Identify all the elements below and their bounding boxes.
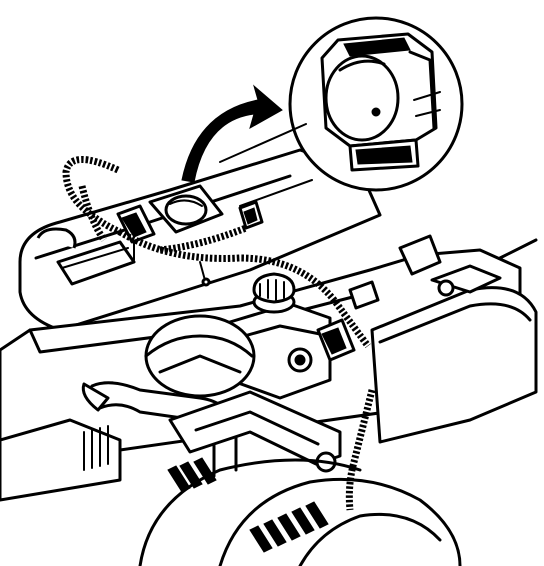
- sensor-connector: [116, 204, 211, 287]
- detail-inset: [288, 16, 464, 192]
- cooling-fan-shroud: [144, 314, 256, 398]
- leader-lines: [219, 123, 313, 207]
- radiator-core: [0, 418, 122, 502]
- plug-connector: [316, 280, 380, 362]
- air-intake-duct: [370, 234, 538, 444]
- throttle-body: [148, 184, 224, 234]
- oil-filler-cap: [252, 272, 296, 314]
- harness-clip: [238, 200, 264, 230]
- wiring-harness: [62, 156, 371, 349]
- ribbed-tube: [345, 389, 376, 511]
- connector-detail: [320, 32, 441, 172]
- fan-fins: [167, 457, 329, 553]
- front-bracket: [168, 390, 342, 473]
- callout-arrow: [181, 84, 283, 183]
- fan-assembly: [138, 457, 462, 566]
